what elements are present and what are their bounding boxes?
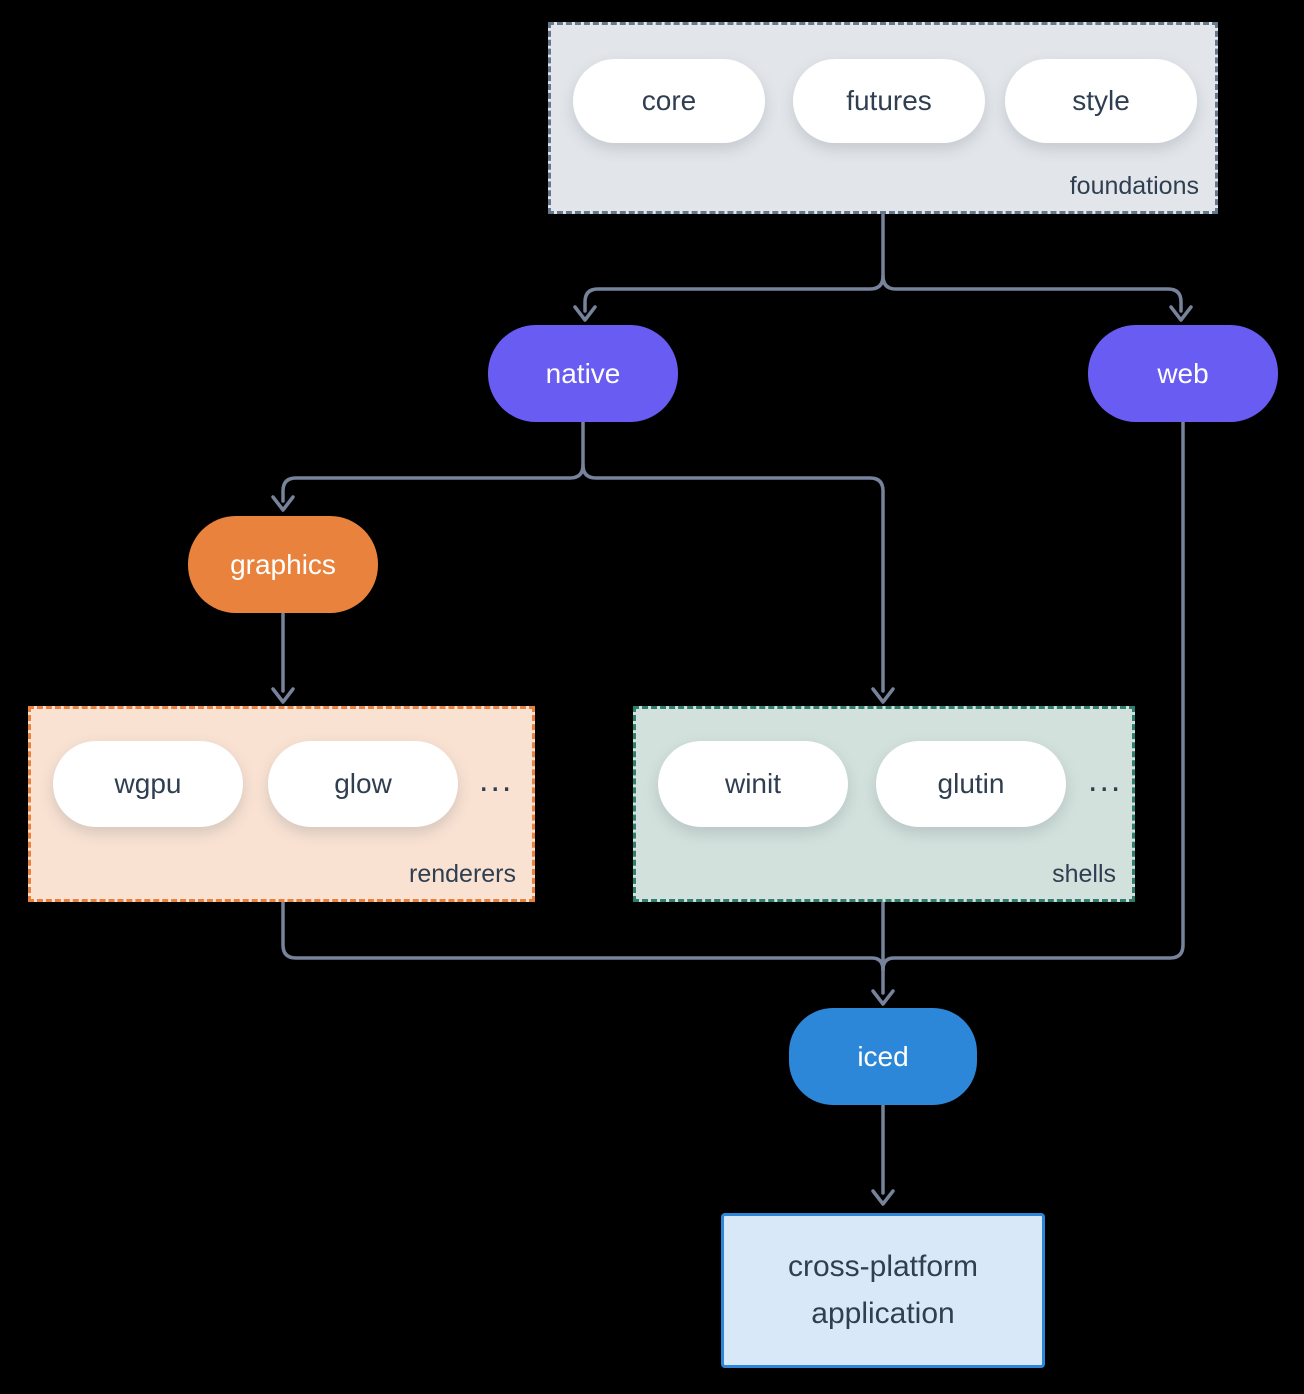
arrowhead-application [871,1189,895,1206]
node-glutin: glutin [876,741,1066,827]
node-native: native [488,325,678,422]
arrowhead-web [1169,305,1193,322]
shells-ellipsis: ... [1088,761,1123,799]
application-label: cross-platform application [787,1250,979,1330]
node-futures: futures [793,59,985,143]
edge-native-shells [581,463,885,693]
node-graphics: graphics [188,516,378,613]
node-core-label: core [641,85,697,116]
edge-renderers-merge [281,900,885,972]
arrowhead-shells [871,687,895,704]
edge-foundations-web [881,274,1183,313]
group-label-shells: shells [1052,860,1116,888]
node-core: core [573,59,765,143]
group-shells: winit glutin ... shells [633,706,1135,902]
arrowhead-renderers [271,687,295,704]
node-winit: winit [658,741,848,827]
edge-native-graphics [281,420,585,503]
node-iced: iced [789,1008,977,1105]
node-style-label: style [1072,85,1130,116]
node-wgpu: wgpu [53,741,243,827]
edge-foundations-native [583,212,885,313]
arrowhead-iced [871,989,895,1006]
node-glow: glow [268,741,458,827]
group-foundations: core futures style foundations [548,22,1218,214]
node-style: style [1005,59,1197,143]
arrowhead-native [573,305,597,322]
group-label-renderers: renderers [409,860,516,888]
node-web: web [1088,325,1278,422]
group-renderers: wgpu glow ... renderers [28,706,535,902]
node-glutin-label: glutin [937,768,1005,799]
renderers-ellipsis: ... [479,761,514,799]
arrowhead-graphics [271,495,295,512]
node-futures-label: futures [846,85,932,116]
group-label-foundations: foundations [1069,172,1199,200]
node-cross-platform-application: cross-platform application [721,1213,1045,1368]
node-wgpu-label: wgpu [114,768,182,799]
node-glow-label: glow [334,768,392,799]
node-winit-label: winit [724,768,781,799]
